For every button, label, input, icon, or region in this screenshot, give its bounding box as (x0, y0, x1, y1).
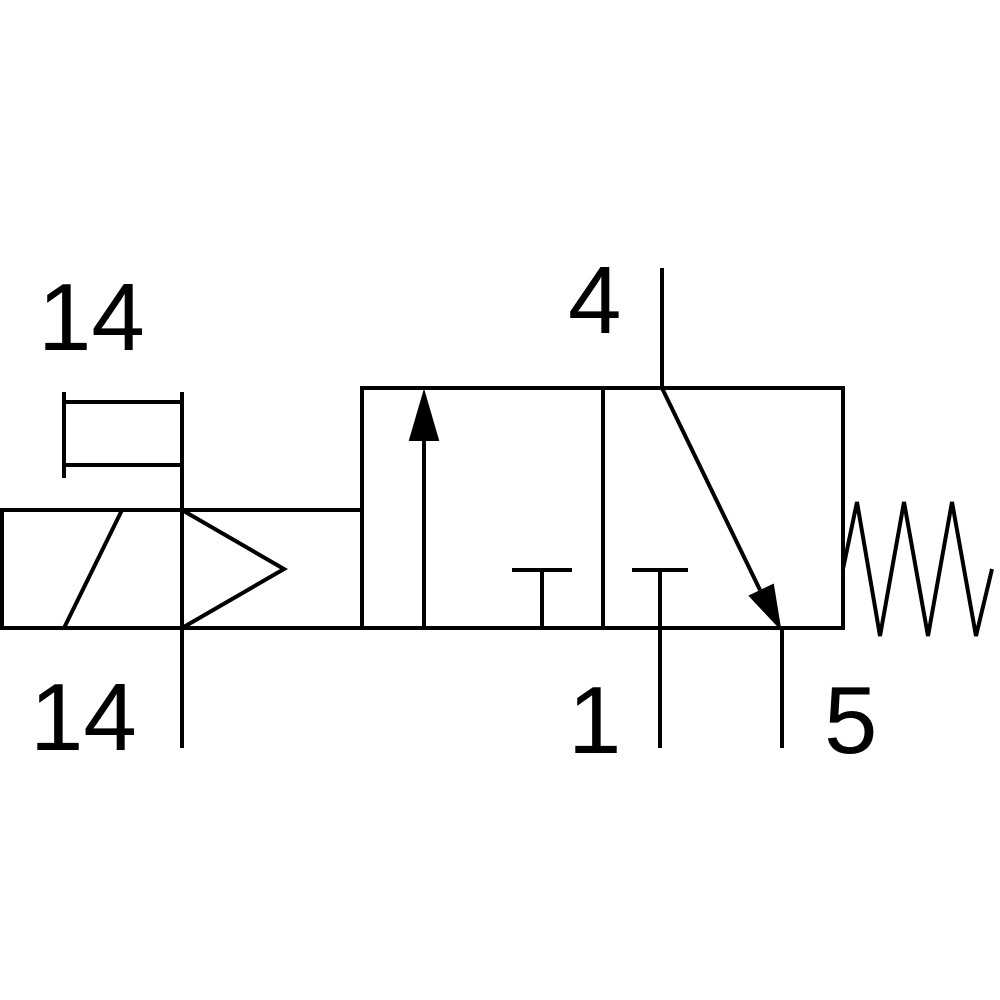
port-5-label: 5 (824, 667, 877, 774)
right-position-flow-arrow (660, 387, 782, 632)
manual-override-port-label: 14 (38, 264, 145, 371)
right-position-blocked-port (632, 568, 688, 628)
valve-body (360, 386, 845, 630)
solenoid-port-label: 14 (30, 664, 137, 771)
left-position-blocked-port (512, 568, 572, 628)
solenoid-actuator (0, 508, 362, 748)
manual-override-symbol (62, 392, 184, 510)
port-1-label: 1 (568, 667, 621, 774)
port-4-label: 4 (568, 247, 621, 354)
left-position-flow-arrow (408, 388, 440, 628)
return-spring (841, 501, 994, 637)
